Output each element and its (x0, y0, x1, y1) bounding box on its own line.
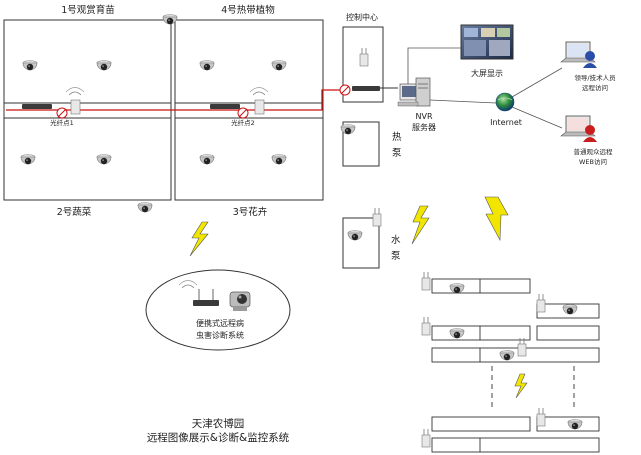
greenhouse-grid (3, 19, 324, 201)
lightning-icon (514, 373, 528, 399)
control-center-box (342, 26, 384, 103)
nvr-server-label: 服务器 (412, 122, 436, 132)
remote-station-box (431, 347, 600, 363)
public-access-label-2: WEB访问 (579, 157, 607, 166)
camera-icon (567, 419, 583, 430)
switch-icon (22, 104, 52, 109)
camera-icon (137, 202, 153, 213)
camera-icon (96, 154, 112, 165)
remote-station-box (536, 325, 600, 341)
lightning-icon (411, 205, 430, 245)
server-tower-icon (415, 77, 431, 107)
globe-icon (495, 92, 515, 112)
water-pump-label-1: 水 (391, 234, 401, 246)
lightning-icon (484, 196, 509, 242)
user-icon (585, 51, 595, 61)
fiber-point-1-label: 光纤点1 (50, 118, 74, 127)
switch-icon (210, 104, 240, 109)
big-screen: 大屏显示 (460, 24, 514, 78)
access-point-icon (536, 407, 546, 427)
leader-access-label-2: 远程访问 (582, 83, 608, 92)
heat-pump-label-1: 热 (392, 131, 402, 143)
camera-icon (449, 328, 465, 339)
water-pump-label-2: 泵 (391, 251, 401, 262)
big-screen-label: 大屏显示 (471, 68, 503, 78)
zone-4-label: 4号热带植物 (221, 4, 275, 16)
access-point-icon (421, 271, 431, 291)
fiber-point-1: 光纤点1 (22, 87, 85, 127)
camera-icon (449, 283, 465, 294)
fiber-point-2-label: 光纤点2 (231, 118, 255, 127)
switch-icon (352, 86, 380, 91)
leader-access-label-1: 领导/技术人员 (574, 73, 616, 82)
access-point-icon (359, 47, 369, 67)
camera-icon (347, 230, 363, 241)
water-pump-box (342, 217, 380, 269)
zone-1-label: 1号观赏育苗 (61, 4, 115, 16)
camera-icon (271, 154, 287, 165)
public-access-label-1: 普通观众远程 (574, 147, 614, 156)
access-point-icon (421, 428, 431, 448)
footer-title-line-1: 天津农博园 (192, 417, 245, 430)
camera-icon (20, 154, 36, 165)
camera-icon (22, 60, 38, 71)
router-icon (193, 300, 219, 306)
portable-system-ellipse (145, 269, 291, 351)
access-point-icon (421, 316, 431, 336)
access-point-icon (372, 207, 382, 227)
remote-station-box (431, 278, 531, 294)
access-point-icon (70, 99, 81, 115)
heat-pump-box (342, 121, 380, 167)
connection-lines (407, 47, 563, 129)
internet: Internet (490, 92, 522, 127)
remote-station-box (431, 437, 600, 453)
zone-2-label: 2号蔬菜 (57, 206, 92, 218)
wireless-links (189, 196, 528, 399)
heat-pump-label-2: 泵 (392, 148, 402, 159)
portable-diagnosis-system: 便携式远程病 虫害诊断系统 (145, 269, 291, 351)
portable-system-label-2: 虫害诊断系统 (196, 330, 244, 340)
access-point-icon (536, 293, 546, 313)
zone-3-label: 3号花卉 (233, 206, 268, 218)
fiber-point-2: 光纤点2 (210, 87, 269, 127)
camera-icon (199, 60, 215, 71)
access-point-icon (517, 337, 527, 357)
public-access: 普通观众远程 WEB访问 (560, 115, 614, 166)
user-icon (585, 125, 595, 135)
keyboard-icon (397, 101, 419, 107)
portable-system-label-1: 便携式远程病 (196, 318, 244, 328)
leader-access: 领导/技术人员 远程访问 (560, 41, 616, 92)
camera-icon (271, 60, 287, 71)
remote-station-box (431, 325, 531, 341)
access-point-icon (254, 99, 265, 115)
camera-icon (96, 60, 112, 71)
internet-label: Internet (490, 118, 522, 127)
control-center-label: 控制中心 (346, 12, 378, 22)
footer-title-line-2: 远程图像展示&诊断&监控系统 (147, 431, 290, 444)
lightning-icon (189, 221, 209, 257)
camera-icon (499, 350, 515, 361)
nvr-server: NVR 服务器 (397, 77, 436, 132)
remote-station-box (431, 416, 531, 432)
camera-icon (199, 154, 215, 165)
remote-station-devices (421, 271, 583, 448)
camera-icon (562, 304, 578, 315)
nvr-label: NVR (415, 112, 432, 121)
